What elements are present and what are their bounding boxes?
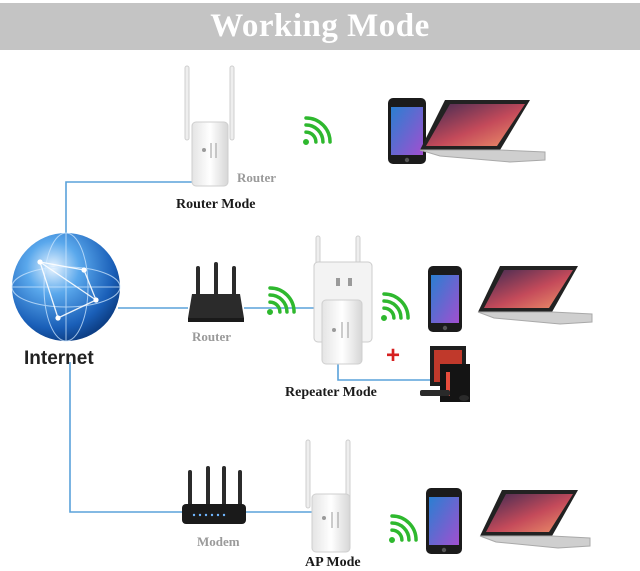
laptop-icon [479,490,591,549]
wifi-signal-icon [381,292,410,321]
globe-icon [11,232,121,342]
extender-icon [313,235,373,365]
smartphone-icon [428,266,462,332]
router-icon [188,262,244,322]
smartphone-icon [426,488,462,554]
extender-icon [305,439,351,553]
repeater-mode-label: Repeater Mode [285,385,377,400]
router-label-top: Router [237,170,276,185]
modem-icon [182,466,246,524]
internet-label: Internet [24,348,94,369]
connection-lines [65,181,432,513]
wifi-signal-icon [303,116,332,145]
ap-mode-label: AP Mode [305,555,361,570]
router-mode-label: Router Mode [176,197,256,212]
wifi-signal-icon [389,514,418,543]
smartphone-icon [388,98,426,164]
desktop-pc-icon [420,346,470,402]
title-banner: Working Mode [0,3,640,50]
page-title: Working Mode [210,8,430,44]
line-internet-modem [69,362,182,513]
line-repeater-pc [337,362,432,381]
laptop-icon [419,100,546,163]
wifi-signal-icon [267,286,296,315]
plus-sign: + [386,342,401,369]
router-label-mid: Router [192,329,231,344]
laptop-icon [477,266,593,325]
modem-label: Modem [197,534,240,549]
extender-icon [184,65,235,187]
line-internet-router-mode [65,181,205,255]
